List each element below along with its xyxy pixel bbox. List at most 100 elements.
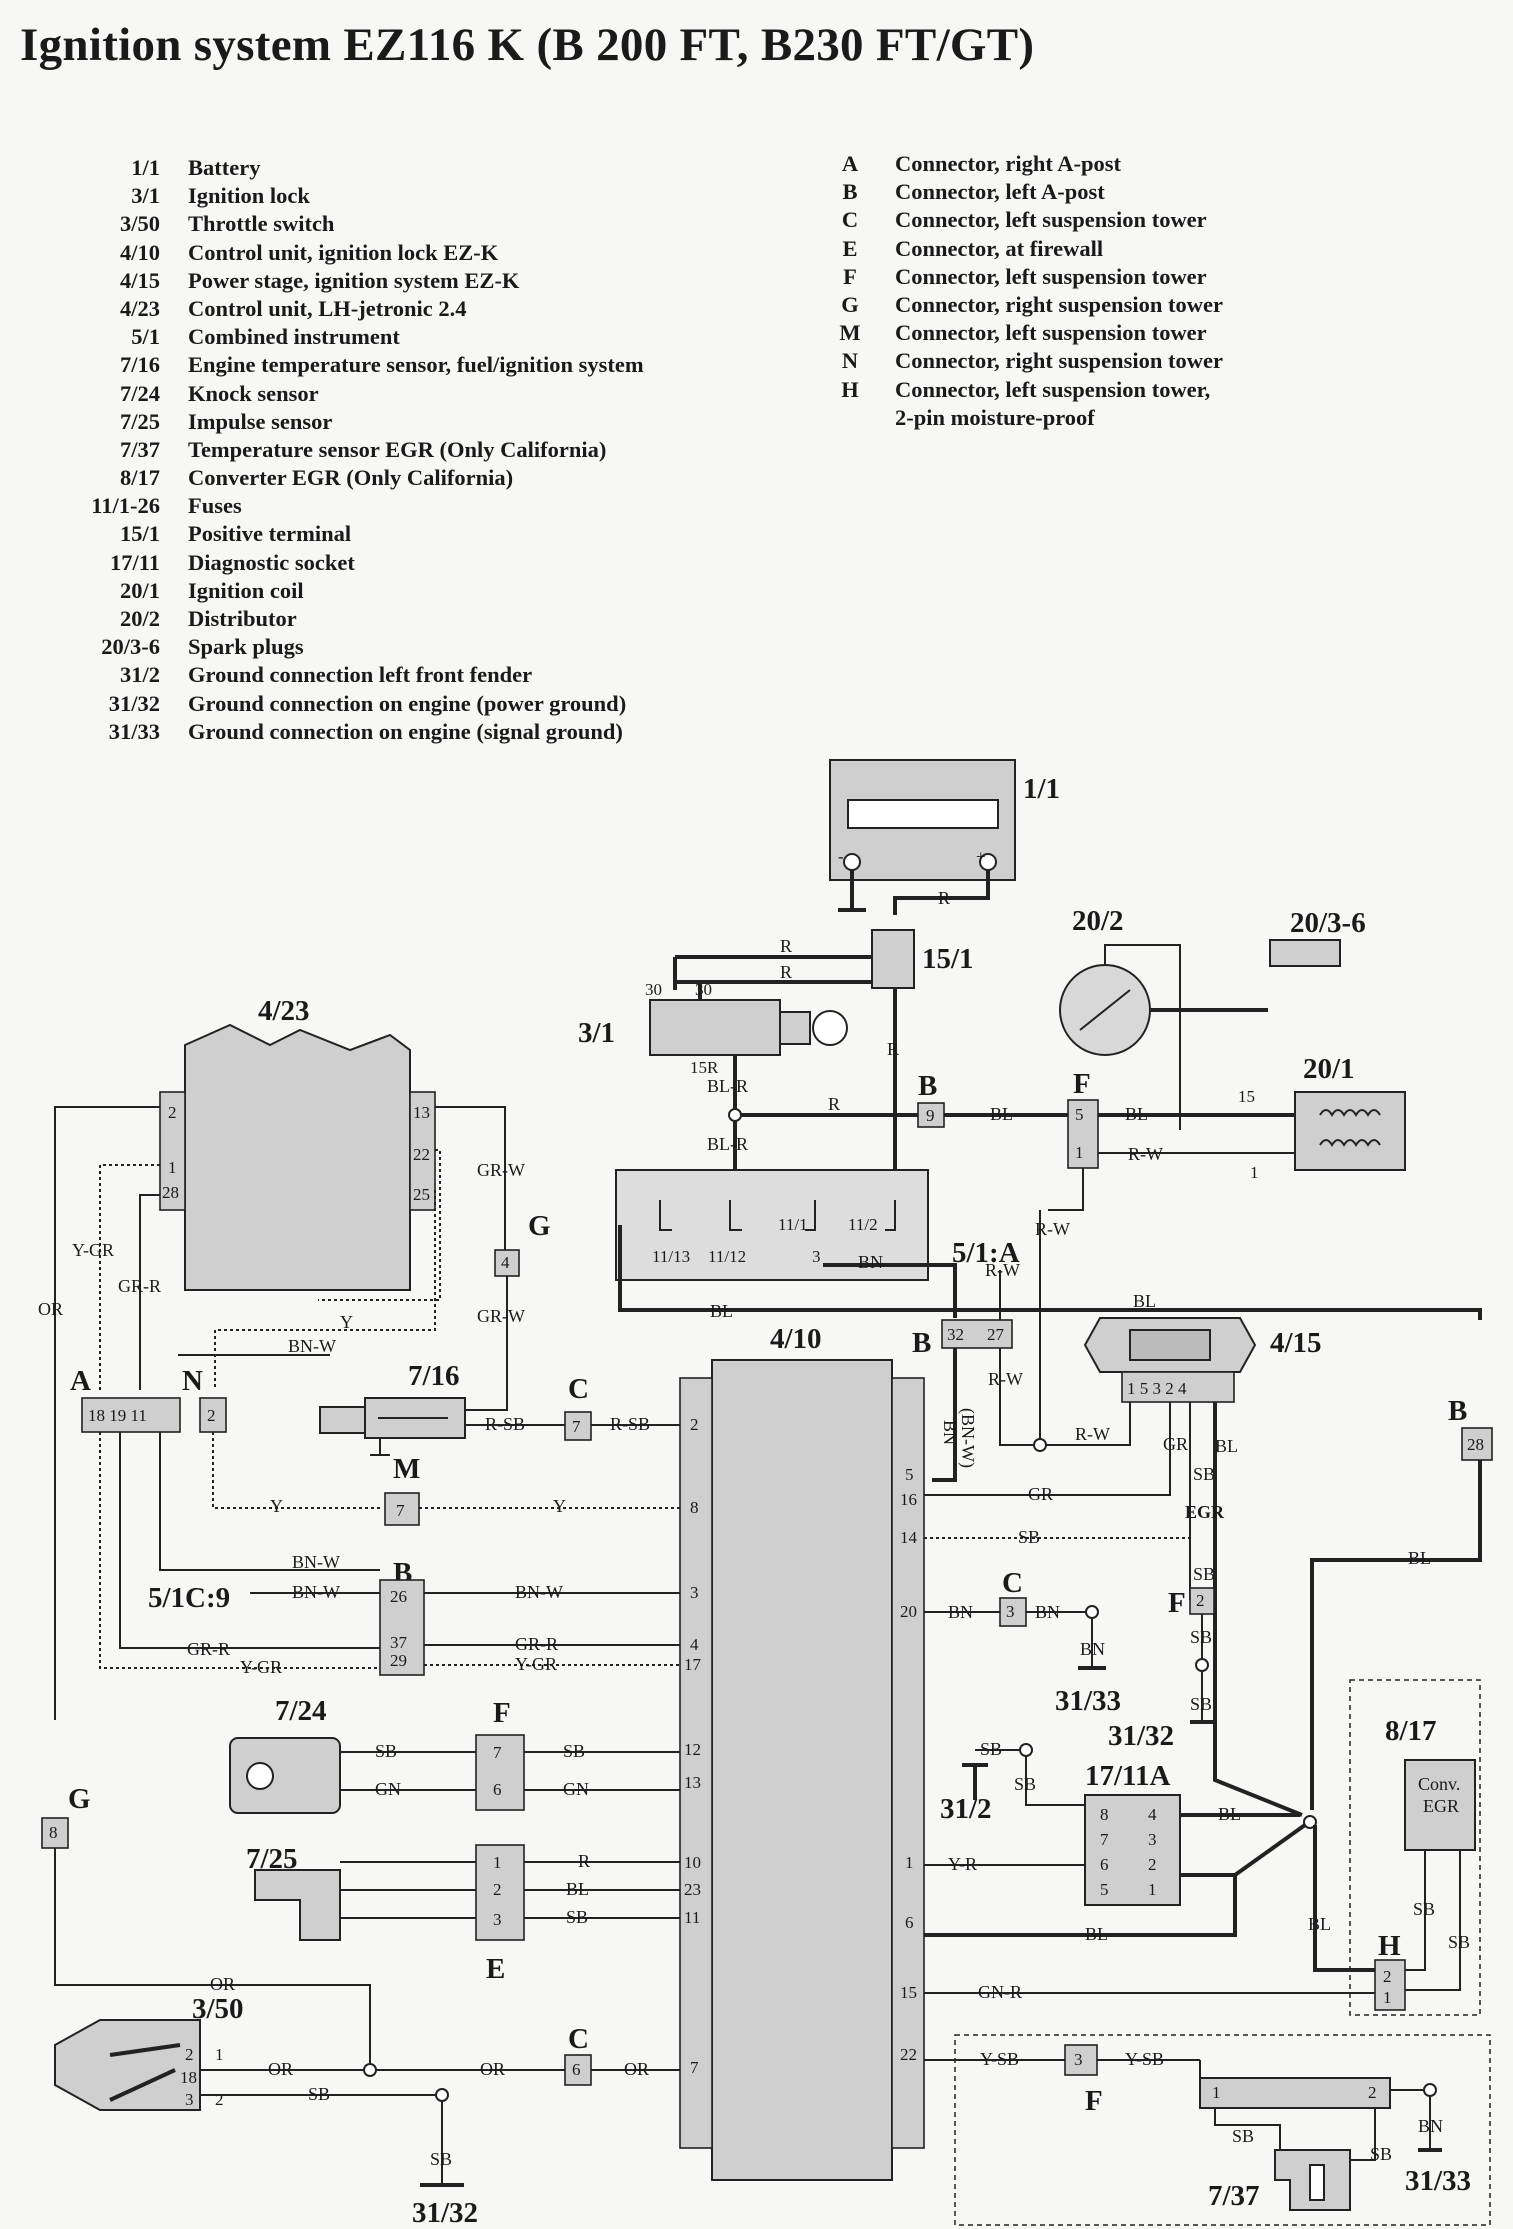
diagram-label: 7/24 bbox=[275, 1695, 327, 1727]
diagram-label: BN bbox=[1418, 2116, 1443, 2136]
diagram-label: EGR bbox=[1423, 1796, 1459, 1816]
legend-desc: Battery bbox=[188, 155, 261, 180]
diagram-label: Y bbox=[553, 1496, 566, 1516]
ignition-coil bbox=[1294, 1091, 1406, 1171]
diagram-label: 17/11A bbox=[1085, 1760, 1170, 1792]
page-title: Ignition system EZ116 K (B 200 FT, B230 … bbox=[20, 19, 1035, 71]
diagram-label: 2 bbox=[215, 2090, 224, 2109]
diagram-label: R bbox=[780, 936, 792, 956]
diagram-label: C bbox=[568, 2023, 589, 2055]
legend-desc: Fuses bbox=[188, 493, 242, 519]
legend-desc: Control unit, LH-jetronic 2.4 bbox=[188, 295, 467, 321]
diagram-label: BL bbox=[1308, 1914, 1331, 1934]
diagram-label: 3 bbox=[1006, 1602, 1015, 1621]
diagram-label: BL bbox=[1125, 1104, 1148, 1124]
legend-code: 17/11 bbox=[109, 549, 160, 575]
diagram-label: F bbox=[493, 1697, 511, 1729]
diagram-label: 4/10 bbox=[770, 1323, 822, 1355]
diagram-label: 10 bbox=[684, 1853, 701, 1872]
diagram-label: R-W bbox=[985, 1260, 1020, 1280]
diagram-label: 7 bbox=[1100, 1830, 1109, 1849]
legend-code: 3/1 bbox=[131, 183, 160, 209]
diagram-label: 1 bbox=[1383, 1988, 1392, 2007]
diagram-label: GN-R bbox=[978, 1982, 1022, 2002]
diagram-label: BN bbox=[1035, 1602, 1060, 1622]
diagram-label: 11/1 bbox=[778, 1215, 808, 1234]
diagram-label: F bbox=[1168, 1587, 1186, 1619]
diagram-label: BN bbox=[940, 1420, 960, 1445]
legend-desc: Converter EGR (Only California) bbox=[188, 465, 514, 491]
diagram-label: SB bbox=[1193, 1464, 1215, 1484]
diagram-label: 7/25 bbox=[246, 1843, 298, 1875]
diagram-label: M bbox=[393, 1453, 420, 1485]
diagram-label: 29 bbox=[390, 1651, 407, 1670]
battery-label: 1/1 bbox=[1023, 773, 1060, 805]
diagram-label: 2 bbox=[493, 1880, 502, 1899]
diagram-label: 11 bbox=[684, 1908, 700, 1927]
legend-desc: Impulse sensor bbox=[188, 408, 333, 434]
diagram-label: 12 bbox=[684, 1740, 701, 1759]
legend-code: H bbox=[841, 376, 859, 402]
ignition-lock bbox=[649, 999, 781, 1056]
diagram-label: SB bbox=[1448, 1932, 1470, 1952]
diagram-label: (BN-W) bbox=[957, 1408, 978, 1468]
impulse-sensor bbox=[254, 1869, 341, 1941]
diagram-label: R-W bbox=[988, 1369, 1023, 1389]
legend-code: 31/2 bbox=[119, 662, 160, 688]
lh-control-unit bbox=[184, 1023, 411, 1291]
diagram-label: OR bbox=[480, 2059, 505, 2079]
diagram-label: 4/15 bbox=[1270, 1327, 1322, 1359]
ezk-control-unit bbox=[711, 1359, 893, 2181]
legend-desc: Connector, left suspension tower bbox=[895, 320, 1207, 346]
legend-desc: Spark plugs bbox=[188, 634, 304, 660]
diagram-label: SB bbox=[308, 2084, 330, 2104]
diagram-label: BL bbox=[990, 1104, 1013, 1124]
diagram-label: 1 bbox=[215, 2045, 224, 2064]
diagram-label: 8 bbox=[49, 1823, 58, 1842]
diagram-label: 4 bbox=[690, 1635, 699, 1654]
diagram-label: - bbox=[838, 847, 844, 866]
diagram-label: GR-W bbox=[477, 1160, 525, 1180]
diagram-label: 1 bbox=[168, 1158, 177, 1177]
diagram-label: 22 bbox=[900, 2045, 917, 2064]
diagram-label: BL-R bbox=[707, 1134, 748, 1154]
diagram-label: B bbox=[918, 1070, 937, 1102]
diagram-label: Y-SB bbox=[980, 2049, 1019, 2069]
diagram-label: 27 bbox=[987, 1325, 1005, 1344]
throttle-switch bbox=[54, 2019, 201, 2111]
diagram-label: BN bbox=[1080, 1639, 1105, 1659]
diagram-label: Y-SB bbox=[1125, 2049, 1164, 2069]
diagram-label: 2 bbox=[1148, 1855, 1157, 1874]
diagram-label: GR bbox=[1163, 1434, 1188, 1454]
diagram-label: R bbox=[828, 1094, 840, 1114]
diagram-label: 31/32 bbox=[412, 2197, 478, 2229]
diagram-label: 8/17 bbox=[1385, 1715, 1437, 1747]
legend-desc: Control unit, ignition lock EZ-K bbox=[188, 239, 499, 265]
diagram-label: BL bbox=[566, 1879, 589, 1899]
diagram-label: 2 bbox=[690, 1415, 699, 1434]
diagram-label: 31/2 bbox=[940, 1793, 992, 1825]
legend-desc: 2-pin moisture-proof bbox=[895, 404, 1095, 430]
legend-code: F bbox=[843, 263, 857, 289]
legend-code: 7/24 bbox=[119, 380, 160, 406]
diagram-label: GR-R bbox=[515, 1634, 558, 1654]
diagram-label: 5/1C:9 bbox=[148, 1582, 230, 1614]
diagram-label: 15 bbox=[900, 1983, 917, 2002]
diagram-label: 23 bbox=[684, 1880, 701, 1899]
legend-desc: Connector, right suspension tower bbox=[895, 291, 1223, 317]
diagram-label: Y-R bbox=[948, 1854, 977, 1874]
legend-code: 31/33 bbox=[108, 718, 160, 744]
legend-desc: Positive terminal bbox=[188, 521, 352, 547]
